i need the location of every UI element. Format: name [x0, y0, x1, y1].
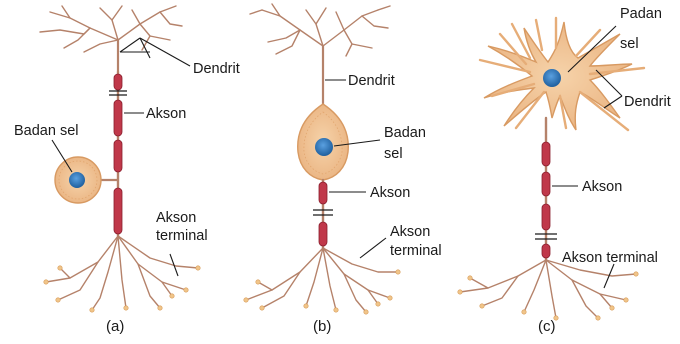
neuron-b-terminals [244, 248, 400, 314]
neuron-a: Dendrit Akson Badan sel Akson terminal (… [14, 6, 240, 335]
neuron-b-axon-label: Akson [370, 185, 410, 201]
neuron-c-axon [535, 118, 557, 260]
neuron-a-cell-body-label: Badan sel [14, 123, 79, 139]
neuron-c: Padan sel Dendrit Akson Akson terminal (… [458, 6, 671, 335]
neuron-b-cell-body [298, 104, 349, 180]
neuron-a-axon [109, 72, 127, 236]
neuron-c-axon-label: Akson [582, 179, 622, 195]
neuron-c-terminal-label: Akson terminal [562, 250, 658, 266]
neuron-c-nucleus [543, 69, 561, 87]
neuron-b-nucleus [315, 138, 333, 156]
neuron-b-terminal-label-2: terminal [390, 243, 442, 259]
neuron-c-caption: (c) [538, 318, 556, 335]
neuron-c-dendrite-label: Dendrit [624, 94, 671, 110]
neuron-b-axon [313, 180, 333, 248]
neuron-b-cell-body-label-2: sel [384, 146, 403, 162]
neuron-a-cell-body [55, 157, 118, 203]
neuron-c-cell-body-label-2: sel [620, 36, 639, 52]
neuron-c-cell-body [480, 18, 644, 130]
neuron-c-terminals [458, 260, 638, 320]
neuron-b-dendrite-label: Dendrit [348, 73, 395, 89]
neuron-a-axon-label: Akson [146, 106, 186, 122]
neuron-a-dendrite-label: Dendrit [193, 61, 240, 77]
neuron-b-caption: (b) [313, 318, 331, 335]
neuron-c-cell-body-label-1: Padan [620, 6, 662, 22]
neuron-b-dendrites [250, 4, 390, 104]
neuron-a-terminal-label-1: Akson [156, 210, 196, 226]
neuron-a-caption: (a) [106, 318, 124, 335]
neuron-b-cell-body-label-1: Badan [384, 125, 426, 141]
neuron-a-nucleus [69, 172, 85, 188]
neuron-b-terminal-label-1: Akson [390, 224, 430, 240]
neuron-a-terminal-label-2: terminal [156, 228, 208, 244]
neuron-b: Dendrit Badan sel Akson Akson terminal (… [244, 4, 442, 335]
neuron-a-dendrites [40, 6, 182, 72]
